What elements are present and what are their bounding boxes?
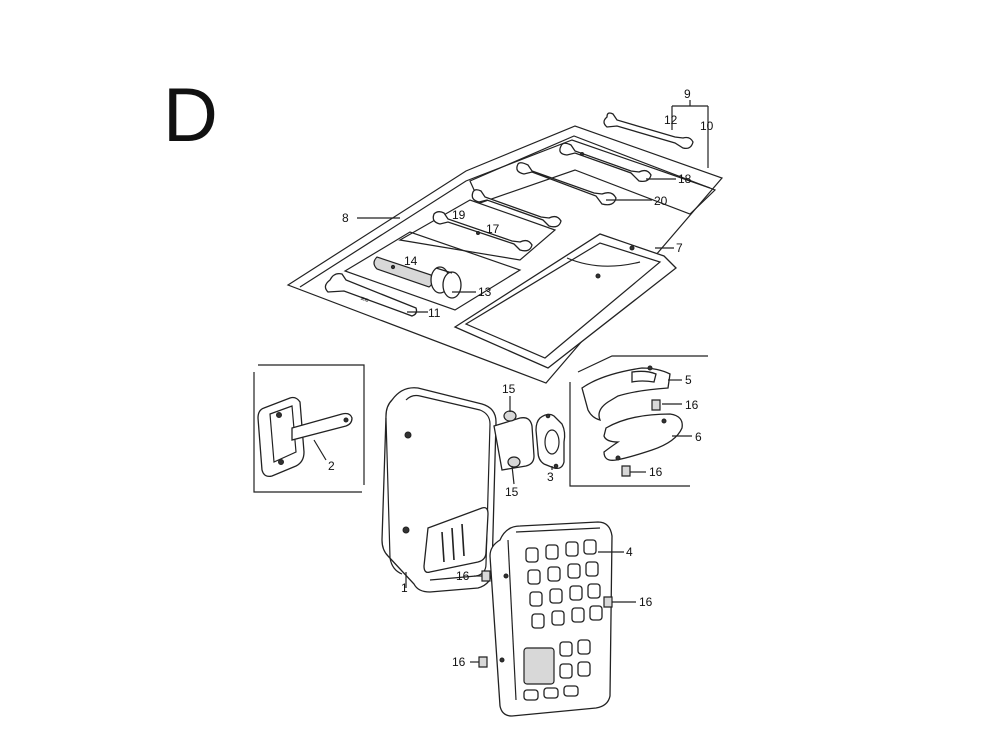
screw-16-protector-right	[603, 596, 613, 608]
muffler-bracket-2	[257, 396, 353, 478]
callout-9: 9	[684, 87, 691, 101]
callout-16-protector-bottom: 16	[452, 655, 466, 669]
wrench-19	[432, 211, 533, 252]
wrench-18	[559, 142, 652, 183]
callout-15-lower: 15	[505, 485, 519, 499]
svg-text:≡≡: ≡≡	[359, 295, 369, 304]
callout-16-protector-left: 16	[456, 569, 470, 583]
plug-wrench-13	[430, 266, 462, 299]
callout-1: 1	[401, 581, 408, 595]
callout-10: 10	[700, 119, 714, 133]
callout-7: 7	[676, 241, 683, 255]
callout-lines-top	[357, 100, 709, 313]
callout-2: 2	[328, 459, 335, 473]
screw-16-protector-bottom	[478, 656, 488, 668]
guard-group	[569, 355, 708, 487]
callout-12: 12	[664, 113, 678, 127]
callout-6: 6	[695, 430, 702, 444]
tool-kit-group: ≡≡	[286, 112, 724, 384]
callout-14: 14	[404, 254, 418, 268]
callout-lines-bottom	[405, 379, 692, 663]
callout-13: 13	[478, 285, 492, 299]
callout-11: 11	[428, 306, 441, 320]
callout-16-guard-bottom: 16	[649, 465, 663, 479]
callout-8: 8	[342, 211, 349, 225]
callout-3: 3	[547, 470, 554, 484]
bracket-group	[253, 364, 365, 493]
guard-6	[603, 413, 683, 461]
tool-bag	[453, 233, 677, 369]
wrench-20	[516, 162, 617, 206]
callout-15-upper: 15	[502, 382, 516, 396]
callout-19: 19	[452, 208, 466, 222]
guard-5	[581, 365, 671, 421]
wrench-12	[603, 112, 694, 150]
screw-16-guard-top	[651, 399, 661, 411]
callout-16-protector-right: 16	[639, 595, 653, 609]
tool-pouch-outline	[286, 125, 724, 384]
screw-16-protector-left	[481, 570, 491, 582]
protector-vent-slots	[523, 539, 603, 701]
callout-20: 20	[654, 194, 668, 208]
callout-18: 18	[678, 172, 692, 186]
wrench-11: ≡≡	[324, 272, 418, 317]
callout-4: 4	[626, 545, 633, 559]
callout-16-guard-top: 16	[685, 398, 699, 412]
callout-17: 17	[486, 222, 500, 236]
gasket-3	[535, 413, 566, 470]
callout-5: 5	[685, 373, 692, 387]
screw-16-guard-bottom	[621, 465, 631, 477]
muffler-1	[381, 387, 497, 593]
exhaust-flange	[493, 410, 535, 471]
muffler-protector-4	[489, 521, 613, 717]
section-letter: D	[163, 73, 218, 158]
wrench-17	[471, 189, 562, 228]
